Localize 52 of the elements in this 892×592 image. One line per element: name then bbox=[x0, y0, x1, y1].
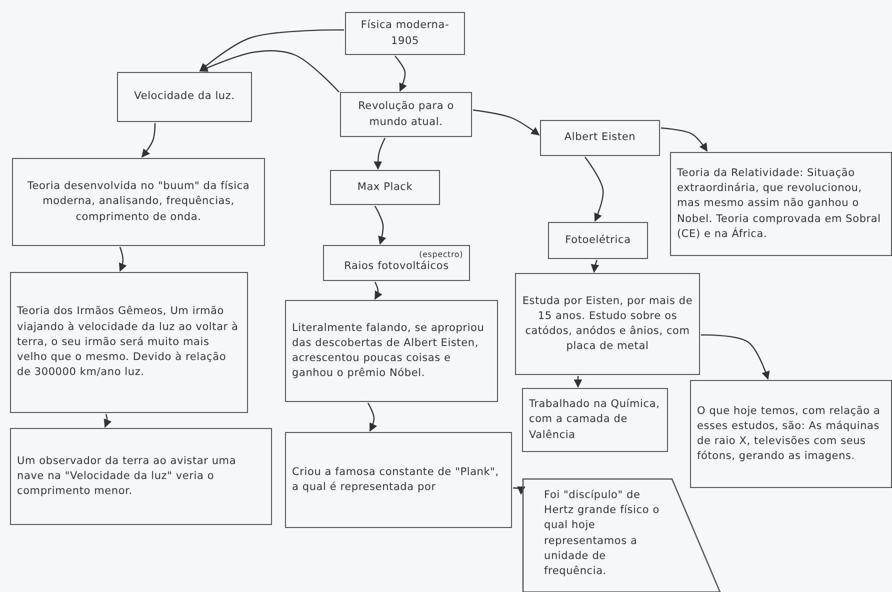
node-text: Teoria dos Irmãos Gêmeos, Um irmão viajando à velocidade da luz ao voltar à terra, o seu irmão será muito mais velho que o mesmo. Devido à relação de 300000 km/ano luz. bbox=[17, 304, 240, 380]
arrow bbox=[701, 334, 770, 380]
concept-box bbox=[10, 428, 272, 525]
concept-box bbox=[330, 170, 440, 205]
arrow bbox=[199, 50, 340, 92]
concept-box bbox=[285, 300, 498, 402]
arrow bbox=[374, 206, 386, 245]
concept-box bbox=[10, 272, 248, 413]
concept-box bbox=[345, 12, 465, 55]
concept-box bbox=[323, 245, 470, 281]
arrow bbox=[660, 127, 708, 152]
concept-box bbox=[285, 432, 512, 528]
arrow bbox=[141, 123, 156, 158]
arrow bbox=[513, 486, 526, 495]
concept-box bbox=[117, 72, 252, 122]
node-text: Fotoelétrica bbox=[564, 232, 632, 248]
arrow bbox=[374, 138, 386, 170]
node-text: Raios fotovoltáicos bbox=[343, 259, 450, 274]
node-text: Literalmente falando, se apropriou das descobertas de Albert Eisten, acrescentou poucas coisas e ganhou o prêmio Nóbel. bbox=[292, 320, 486, 382]
arrow bbox=[118, 246, 127, 272]
node-text: Criou a famosa constante de "Plank", a qual é representada por bbox=[292, 464, 500, 495]
concept-box bbox=[340, 92, 472, 137]
trapezoid-box bbox=[522, 478, 722, 592]
arrow bbox=[104, 414, 112, 428]
node-text: O que hoje temos, com relação a esses estudos, são: As máquinas de raio X, televisões com seus fótons, gerando as imagens. bbox=[697, 404, 882, 464]
node-text: Max Plack bbox=[356, 180, 414, 195]
concept-box bbox=[522, 388, 668, 452]
concept-box bbox=[548, 222, 648, 259]
concept-box bbox=[670, 152, 892, 256]
concept-box bbox=[540, 120, 660, 156]
arrow bbox=[367, 402, 378, 432]
concept-box bbox=[690, 380, 892, 488]
concept-box bbox=[12, 158, 265, 246]
arrow bbox=[374, 282, 382, 300]
node-text: Trabalhado na Química, com a camada de Valência bbox=[529, 397, 661, 443]
node-note: (espectro) bbox=[418, 251, 463, 260]
node-text: Revolução para o mundo atual. bbox=[357, 99, 455, 130]
arrow bbox=[199, 29, 344, 72]
concept-box bbox=[515, 273, 700, 375]
arrow bbox=[472, 109, 540, 136]
node-text: Física moderna-1905 bbox=[360, 18, 450, 48]
node-text: Foi "discípulo" de Hertz grande físico o qual hoje representamos a unidade de frequência. bbox=[544, 488, 660, 580]
node-text: Um observador da terra ao avistar uma nave na "Velocidade da luz" veria o comprimento menor. bbox=[17, 454, 238, 500]
arrow bbox=[394, 56, 407, 92]
arrow bbox=[574, 376, 582, 388]
node-text: Teoria da Relatividade: Situação extraordinária, que revolucionou, mas mesmo assim não ganhou o Nobel. Teoria comprovada em Sobral (CE) e na África. bbox=[677, 166, 882, 242]
node-text: Teoria desenvolvida no "buum" da física moderna, analisando, frequências, comprimento de onda. bbox=[26, 179, 251, 225]
arrow bbox=[590, 260, 600, 273]
node-text: Albert Eisten bbox=[563, 130, 637, 146]
node-text: Estuda por Eisten, por mais de 15 anos. Estudo sobre os catódos, anódos e ânios, com placa de metal bbox=[522, 294, 693, 354]
arrow bbox=[584, 156, 604, 222]
node-text: Velocidade da luz. bbox=[133, 89, 236, 104]
